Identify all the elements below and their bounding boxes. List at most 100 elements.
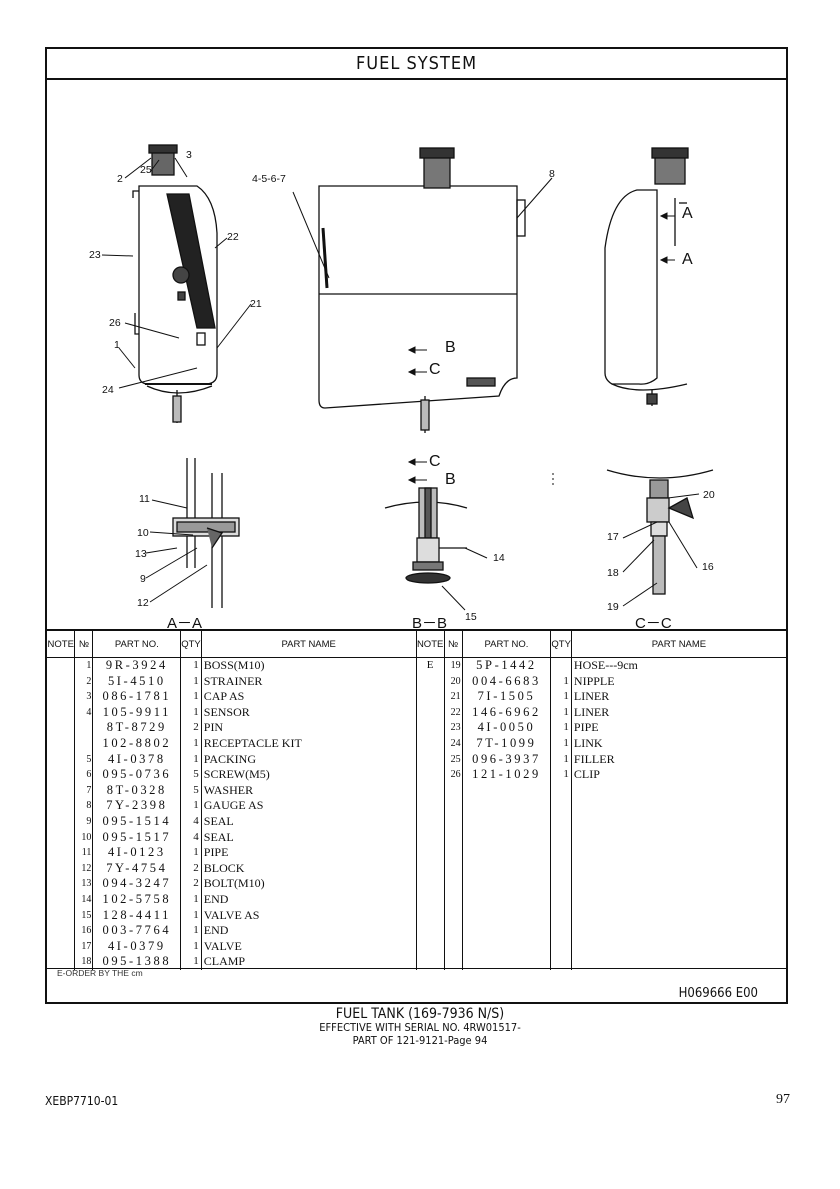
cell-name: LINER (570, 704, 786, 721)
cell-note (47, 876, 75, 892)
cell-name: LINER (570, 689, 786, 705)
cell-part-no (461, 829, 551, 846)
cell-no: 20 (443, 673, 463, 690)
callout-19: 19 (607, 601, 619, 613)
cell-part-no: 102-8802 (92, 735, 181, 752)
cell-name: PACKING (200, 751, 417, 768)
cell-no: 19 (443, 657, 463, 674)
cell-part-no: 095-1514 (92, 813, 181, 830)
callout-18: 18 (607, 567, 619, 579)
parts-table: NOTE № PART NO. QTY PART NAME NOTE № PAR… (47, 631, 786, 970)
table-header-row: NOTE № PART NO. QTY PART NAME NOTE № PAR… (47, 631, 786, 658)
cell-qty: 5 (180, 767, 202, 783)
page-title: FUEL SYSTEM (47, 49, 786, 80)
cell-qty: 2 (180, 720, 202, 736)
cell-qty: 2 (180, 860, 202, 877)
cell-note (47, 861, 75, 877)
cell-note (415, 954, 445, 970)
cell-qty: 1 (180, 891, 202, 908)
cell-name (570, 845, 786, 861)
cell-no: 8 (74, 798, 93, 814)
callout-1: 1 (114, 339, 120, 351)
cell-name: VALVE AS (200, 907, 417, 924)
cell-name: NIPPLE (570, 673, 786, 690)
cell-part-no: 9R-3924 (92, 657, 181, 674)
cell-note (47, 908, 75, 924)
cell-name: CAP AS (200, 689, 417, 705)
cell-part-no: 128-4411 (92, 907, 181, 924)
cell-name: SENSOR (200, 704, 417, 721)
callout-26: 26 (109, 317, 121, 329)
cell-qty: 1 (180, 907, 202, 924)
cell-note (415, 673, 445, 690)
section-marker-c-bottom: C (429, 453, 441, 470)
cell-part-no: 8T-8729 (92, 720, 181, 736)
cell-name: PIPE (200, 845, 417, 861)
cell-no: 5 (74, 751, 93, 768)
callout-10: 10 (137, 527, 149, 539)
cell-part-no: 4I-0378 (92, 751, 181, 768)
cell-part-no: 105-9911 (92, 704, 181, 721)
cell-part-no: 095-1388 (92, 954, 181, 970)
table-bottom-rule (47, 968, 786, 969)
cell-no: 24 (443, 735, 463, 752)
cell-no (443, 860, 463, 877)
cell-note (415, 860, 445, 877)
cell-qty: 1 (550, 767, 572, 783)
parts-list: NOTE № PART NO. QTY PART NAME NOTE № PAR… (47, 629, 786, 970)
cell-qty (550, 923, 572, 939)
cell-no: 26 (443, 767, 463, 783)
cell-part-no: 004-6683 (461, 673, 551, 690)
cell-part-no: 4I-0123 (92, 845, 181, 861)
cell-part-no: 086-1781 (92, 689, 181, 705)
cell-note (47, 939, 75, 955)
header-note-left: NOTE (47, 631, 75, 658)
document-id: XEBP7710-01 (45, 1094, 119, 1108)
cell-part-no: 5I-4510 (92, 673, 181, 690)
cell-no (74, 720, 93, 736)
callout-9: 9 (140, 573, 146, 585)
cell-name: FILLER (570, 751, 786, 768)
cell-note (415, 876, 445, 892)
cell-qty (550, 891, 572, 908)
cell-part-no (461, 907, 551, 924)
parts-page-frame: FUEL SYSTEM (45, 47, 788, 1004)
header-part-name-right: PART NAME (570, 631, 786, 658)
cell-no: 6 (74, 767, 93, 783)
cell-part-no: 4I-0379 (92, 938, 181, 955)
cell-qty: 1 (550, 673, 572, 690)
callout-13: 13 (135, 548, 147, 560)
cell-no: 25 (443, 751, 463, 768)
cell-qty: 1 (180, 938, 202, 955)
cell-note (47, 892, 75, 908)
callout-2: 2 (117, 173, 123, 185)
cell-part-no: 121-1029 (461, 767, 551, 783)
cell-qty (550, 876, 572, 892)
cell-qty: 1 (550, 751, 572, 768)
cell-part-no: 095-0736 (92, 767, 181, 783)
cell-no (443, 938, 463, 955)
cell-note (47, 720, 75, 736)
cell-qty: 1 (550, 689, 572, 705)
cell-part-no: 094-3247 (92, 876, 181, 892)
cell-qty: 1 (550, 704, 572, 721)
callout-16: 16 (702, 561, 714, 573)
cell-note (47, 814, 75, 830)
callout-17: 17 (607, 531, 619, 543)
cell-no: 7 (74, 782, 93, 799)
cell-name (570, 907, 786, 924)
cell-qty: 1 (550, 735, 572, 752)
parent-assembly-note: PART OF 121-9121-Page 94 (352, 1034, 488, 1047)
cell-no: 22 (443, 704, 463, 721)
cell-note (47, 798, 75, 814)
cell-name: PIN (200, 720, 417, 736)
cell-name (570, 798, 786, 814)
page-number: 97 (776, 1092, 790, 1107)
cell-qty: 1 (180, 735, 202, 752)
cell-qty (550, 829, 572, 846)
cell-no (443, 954, 463, 970)
